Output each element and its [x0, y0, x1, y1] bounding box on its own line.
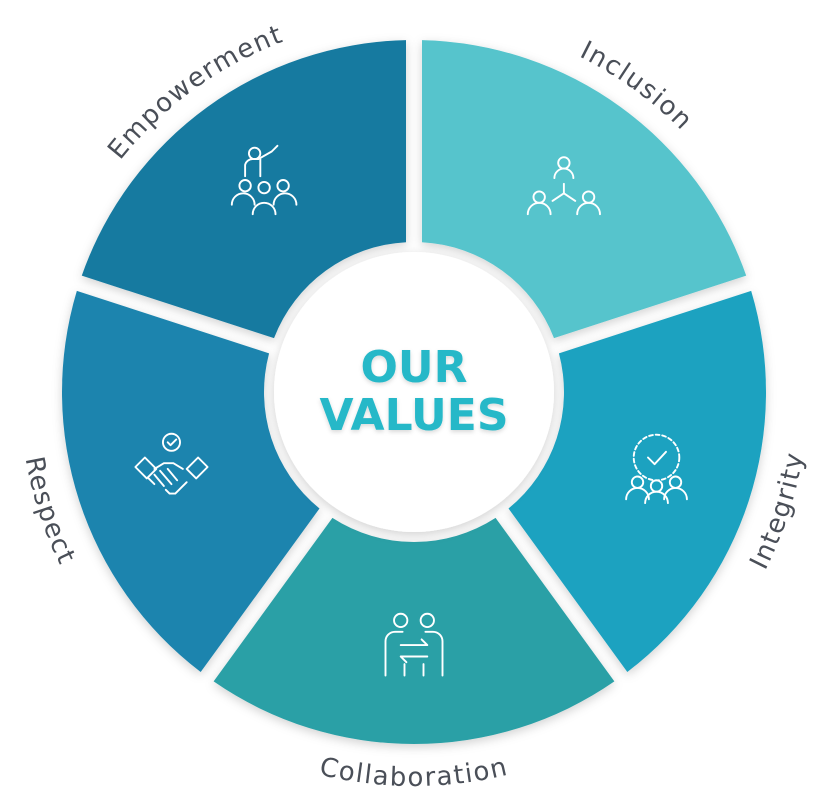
segment-inclusion	[421, 40, 747, 339]
presenter-audience-icon	[230, 144, 298, 216]
segment-collaboration	[213, 517, 615, 745]
center-title-line2: VALUES	[319, 390, 508, 441]
center-title-line1: OUR	[360, 342, 467, 393]
people-network-icon	[526, 156, 601, 216]
label-collaboration: Collaboration	[317, 752, 511, 793]
segment-respect	[61, 290, 320, 672]
segments-layer	[61, 40, 766, 745]
segment-empowerment	[81, 40, 407, 339]
two-people-exchange-icon	[384, 612, 444, 677]
handshake-icon	[134, 432, 209, 495]
center-circle	[274, 252, 554, 532]
icons-layer	[134, 144, 688, 677]
check-badge-people-icon	[625, 433, 688, 505]
segment-integrity	[508, 290, 766, 672]
